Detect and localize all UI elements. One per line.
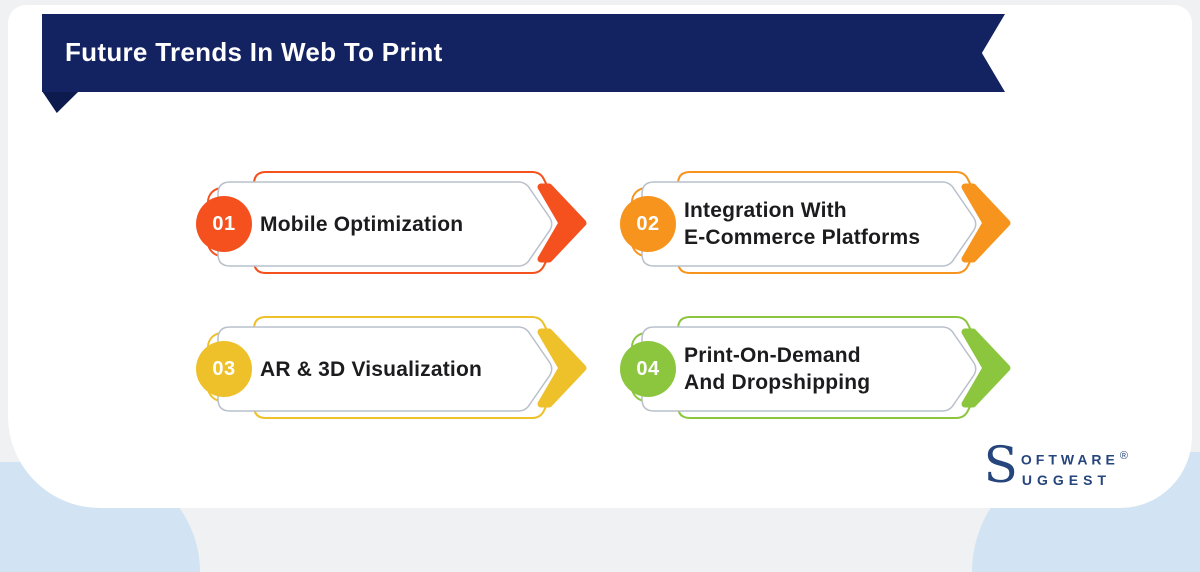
card-body-shape <box>217 181 553 267</box>
card-number-badge: 04 <box>620 341 676 397</box>
chevron-right-icon <box>537 328 587 408</box>
chevron-right-icon <box>961 328 1011 408</box>
card-number-badge: 03 <box>196 341 252 397</box>
card-number: 02 <box>636 212 660 235</box>
card-number-badge: 02 <box>620 196 676 252</box>
registered-mark: ® <box>1119 450 1128 462</box>
card-number-badge: 01 <box>196 196 252 252</box>
chevron-right-icon <box>537 183 587 263</box>
card-shape <box>631 171 1011 274</box>
card-shape <box>207 316 587 419</box>
card-title: AR & 3D Visualization <box>260 357 483 381</box>
card-number: 01 <box>212 212 236 235</box>
card-shape <box>631 316 1011 419</box>
trend-card-4: 04 Print-On-Demand And Dropshipping <box>620 315 1012 421</box>
infographic-canvas: Future Trends In Web To Print 01 Mobile … <box>0 5 1200 572</box>
header-ribbon: Future Trends In Web To Print <box>42 14 1005 92</box>
card-title: Mobile Optimization <box>260 212 464 236</box>
card-title: Print-On-Demand And Dropshipping <box>684 344 871 394</box>
logo-line-suggest: UGGEST <box>1021 471 1112 488</box>
logo-big-s: S <box>983 436 1018 494</box>
logo-line-software: OFTWARE® <box>1020 450 1128 468</box>
card-body-shape <box>641 326 977 412</box>
softwaresuggest-logo: S OFTWARE® UGGEST <box>984 440 1128 490</box>
card-title: Integration With E-Commerce Platforms <box>684 199 921 249</box>
trend-card-2: 02 Integration With E-Commerce Platforms <box>620 170 1012 276</box>
chevron-right-icon <box>961 183 1011 263</box>
page-title: Future Trends In Web To Print <box>65 36 443 67</box>
card-body-shape <box>217 326 553 412</box>
card-number: 03 <box>212 357 236 380</box>
card-shape <box>207 171 587 274</box>
trend-card-1: 01 Mobile Optimization <box>196 170 588 276</box>
trend-card-3: 03 AR & 3D Visualization <box>196 315 588 421</box>
card-body-shape <box>641 181 977 267</box>
card-number: 04 <box>636 357 660 380</box>
